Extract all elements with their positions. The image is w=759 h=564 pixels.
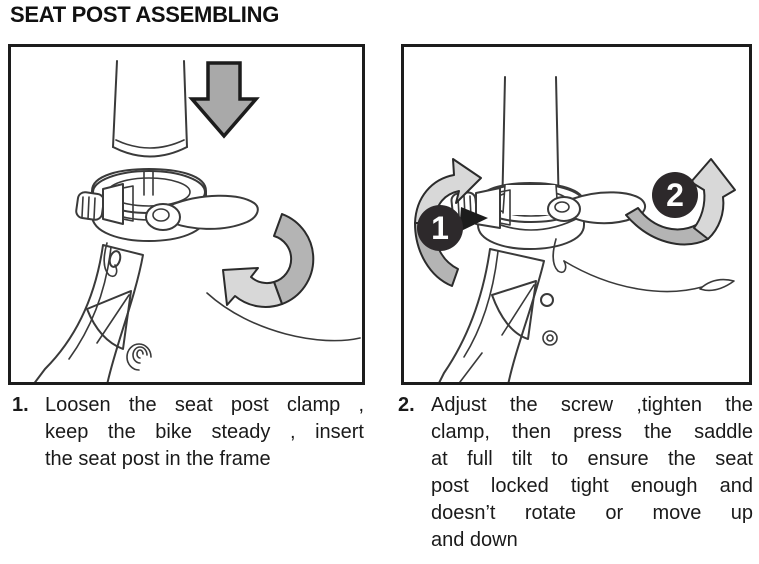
step-1-badge: 1 bbox=[417, 205, 463, 251]
seat-post-clamp bbox=[450, 182, 647, 274]
step-2-caption: 2. Adjust the screw ,tighten the clamp, … bbox=[398, 392, 753, 554]
step-2-badge-number: 2 bbox=[666, 177, 684, 213]
rotate-lever-arrow-icon bbox=[222, 213, 315, 308]
bike-frame bbox=[438, 248, 558, 382]
frame-end-detail bbox=[699, 278, 735, 292]
down-arrow-icon bbox=[188, 61, 260, 139]
caption-line: doesn’t rotate or move up bbox=[431, 502, 753, 524]
step-1-badge-number: 1 bbox=[431, 210, 449, 246]
seat-post-tube bbox=[112, 60, 188, 158]
step-2-number: 2. bbox=[398, 394, 415, 416]
bike-frame bbox=[33, 244, 152, 382]
caption-line: at full tilt to ensure the seat bbox=[431, 448, 753, 470]
caption-line: Adjust the screw ,tighten the bbox=[431, 394, 753, 416]
caption-line: and down bbox=[431, 529, 518, 551]
caption-line: clamp, then press the saddle bbox=[431, 421, 753, 443]
lever-close-arrow-icon bbox=[625, 158, 736, 246]
step-2-badge: 2 bbox=[652, 172, 698, 218]
caption-line: keep the bike steady , insert bbox=[45, 421, 364, 443]
quick-release-lever bbox=[145, 194, 259, 231]
seat-post-insert-illustration bbox=[33, 60, 361, 382]
frame-top-tube-line bbox=[206, 292, 361, 342]
step-1-figure-panel bbox=[8, 44, 365, 385]
step-1-text: Loosen the seat post clamp , keep the bi… bbox=[45, 392, 364, 473]
clamp-hook bbox=[103, 242, 118, 278]
step-1-number: 1. bbox=[12, 394, 29, 416]
seat-post-lock-illustration: 1 2 bbox=[414, 76, 736, 382]
frame-top-tube-line bbox=[563, 260, 703, 293]
caption-line: the seat post in the frame bbox=[45, 448, 271, 470]
clamp-screw-knob bbox=[75, 183, 134, 225]
pointer-triangle-icon bbox=[459, 207, 488, 232]
page-title: SEAT POST ASSEMBLING bbox=[10, 2, 280, 27]
step-1-caption: 1. Loosen the seat post clamp , keep the… bbox=[12, 392, 364, 473]
clamp-hook bbox=[552, 238, 567, 274]
caption-line: Loosen the seat post clamp , bbox=[45, 394, 364, 416]
seat-post-clamp bbox=[75, 168, 259, 278]
caption-line: post locked tight enough and bbox=[431, 475, 753, 497]
step-2-text: Adjust the screw ,tighten the clamp, the… bbox=[431, 392, 753, 554]
step-2-figure-panel: 1 2 bbox=[401, 44, 752, 385]
